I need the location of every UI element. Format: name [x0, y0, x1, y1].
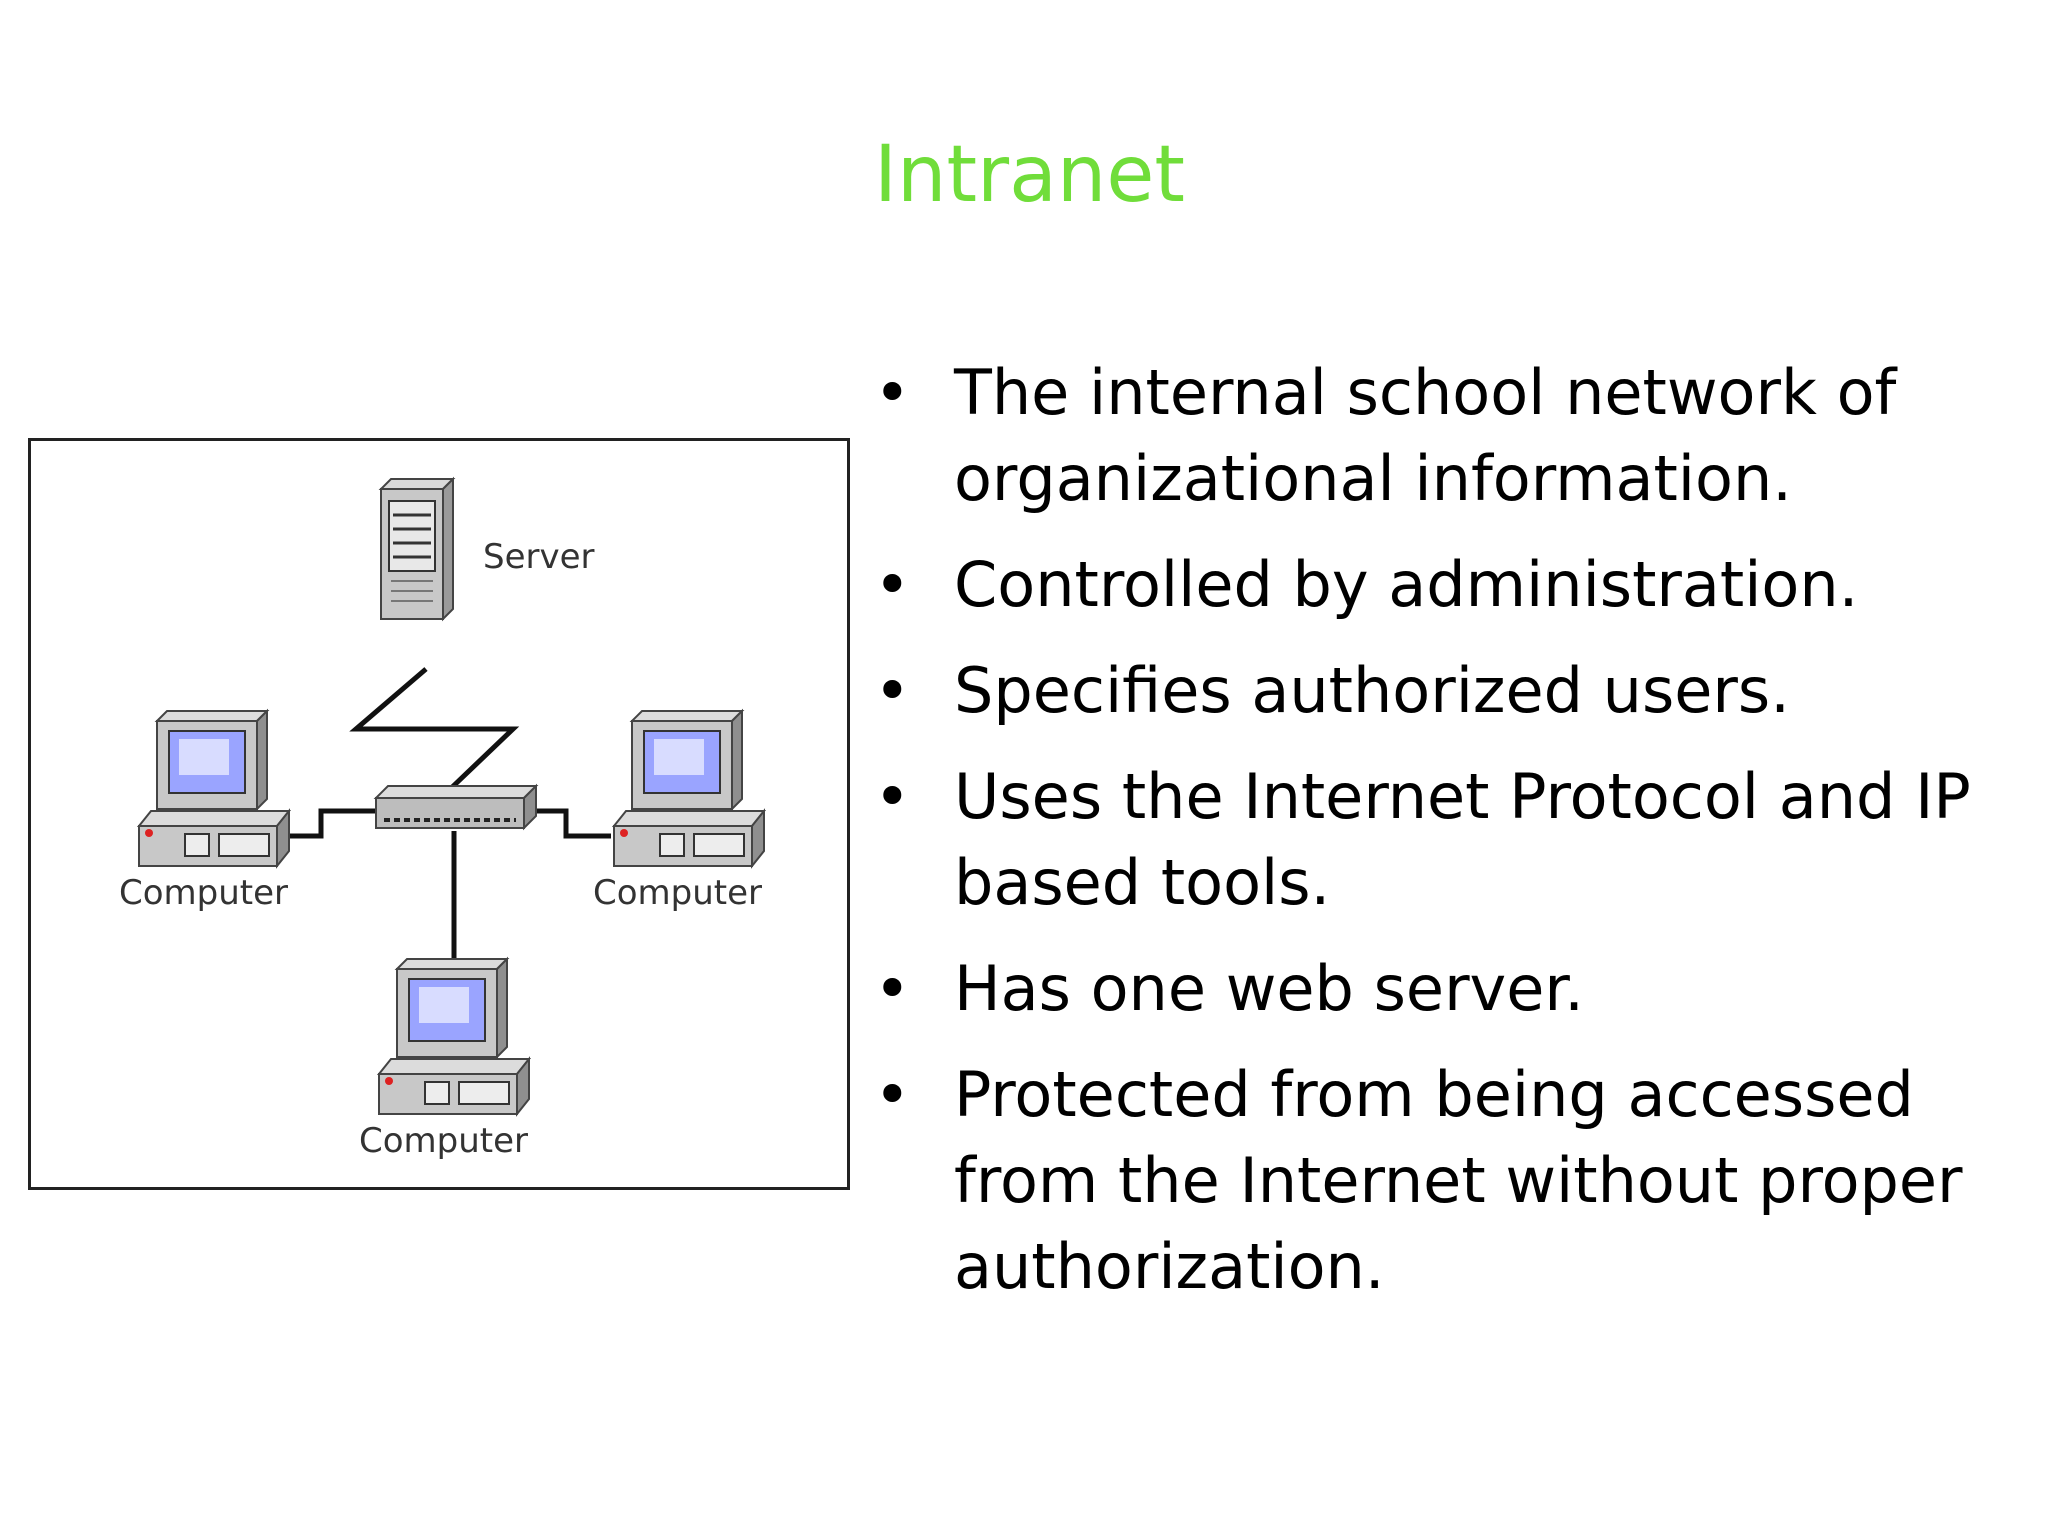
- computer-icon: [136, 708, 292, 869]
- computer-icon: [611, 708, 767, 869]
- network-diagram: Server Computer Computer Computer: [28, 438, 850, 1190]
- computer-left-label: Computer: [119, 873, 289, 913]
- cable-lines: [281, 808, 611, 966]
- network-diagram-svg: [136, 476, 767, 1117]
- bullet-dot: •: [874, 548, 911, 621]
- server-icon: [378, 476, 456, 622]
- bullet-text: Uses the Internet Protocol and IP based …: [954, 760, 1971, 919]
- hub-icon: [373, 783, 539, 831]
- lightning-link-icon: [349, 667, 520, 795]
- bullet-dot: •: [874, 654, 911, 727]
- bullet-dot: •: [874, 760, 911, 833]
- bullet-item: • Specifies authorized users.: [874, 648, 2024, 734]
- cable-left: [281, 808, 376, 839]
- bullet-item: • The internal school network of organiza…: [874, 350, 2024, 522]
- bullet-list: • The internal school network of organiza…: [874, 350, 2024, 1330]
- server-label: Server: [483, 537, 595, 577]
- bullet-dot: •: [874, 356, 911, 429]
- slide-title: Intranet: [874, 130, 1185, 220]
- bullet-text: Specifies authorized users.: [954, 654, 1790, 727]
- computer-right-label: Computer: [593, 873, 763, 913]
- cable-right: [531, 808, 611, 839]
- bullet-item: • Has one web server.: [874, 946, 2024, 1032]
- bullet-text: Has one web server.: [954, 952, 1584, 1025]
- bullet-text: Controlled by administration.: [954, 548, 1859, 621]
- bullet-item: • Controlled by administration.: [874, 542, 2024, 628]
- bullet-dot: •: [874, 1058, 911, 1131]
- computer-icon: [376, 956, 532, 1117]
- bullet-dot: •: [874, 952, 911, 1025]
- computer-bottom-label: Computer: [359, 1121, 529, 1161]
- bullet-item: • Uses the Internet Protocol and IP based…: [874, 754, 2024, 926]
- bullet-text: Protected from being accessed from the I…: [954, 1058, 1963, 1303]
- bullet-text: The internal school network of organizat…: [954, 356, 1897, 515]
- bullet-item: • Protected from being accessed from the …: [874, 1052, 2024, 1310]
